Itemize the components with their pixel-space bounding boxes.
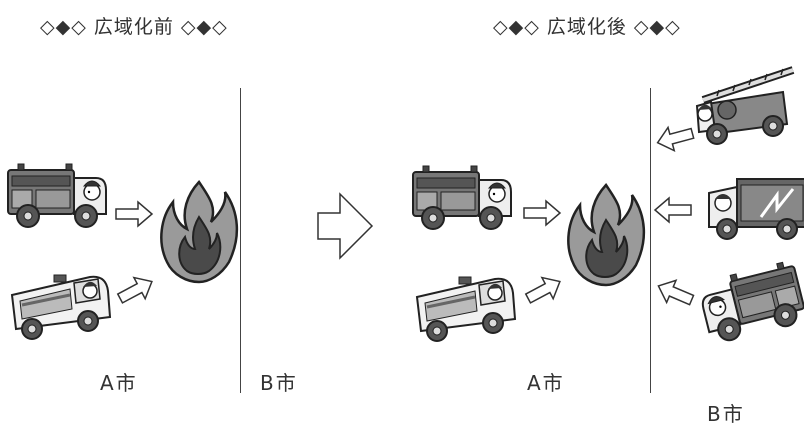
before-title: ◇◆◇ 広域化前 ◇◆◇	[40, 16, 228, 38]
after-ambulance-icon	[415, 275, 517, 343]
after-arrow-icon-ladder	[653, 121, 697, 155]
after-arrow-icon-engine	[523, 200, 561, 226]
before-ambulance-icon	[10, 273, 112, 341]
after-fire-icon	[567, 183, 646, 287]
rescue-truck-icon	[707, 177, 804, 241]
before-arrow-icon-ambulance	[113, 270, 159, 310]
before-arrow-icon-engine	[115, 201, 153, 227]
after-city-a-label: A市	[527, 371, 565, 395]
after-arrow-icon-b-engine	[652, 274, 698, 312]
before-city-divider	[240, 88, 241, 393]
transition-arrow-icon	[317, 192, 374, 260]
before-city-b-label: B市	[260, 371, 298, 395]
before-city-a-label: A市	[100, 371, 138, 395]
after-arrow-icon-ambulance	[521, 270, 567, 310]
before-fire-engine-icon	[7, 163, 107, 228]
before-fire-icon	[160, 180, 239, 284]
after-city-divider	[650, 88, 651, 393]
after-title: ◇◆◇ 広域化後 ◇◆◇	[493, 16, 681, 38]
after-fire-engine-icon	[412, 165, 512, 230]
after-arrow-icon-rescue	[654, 197, 692, 223]
b-city-fire-engine-icon	[696, 258, 804, 346]
ladder-truck-icon	[697, 69, 793, 144]
